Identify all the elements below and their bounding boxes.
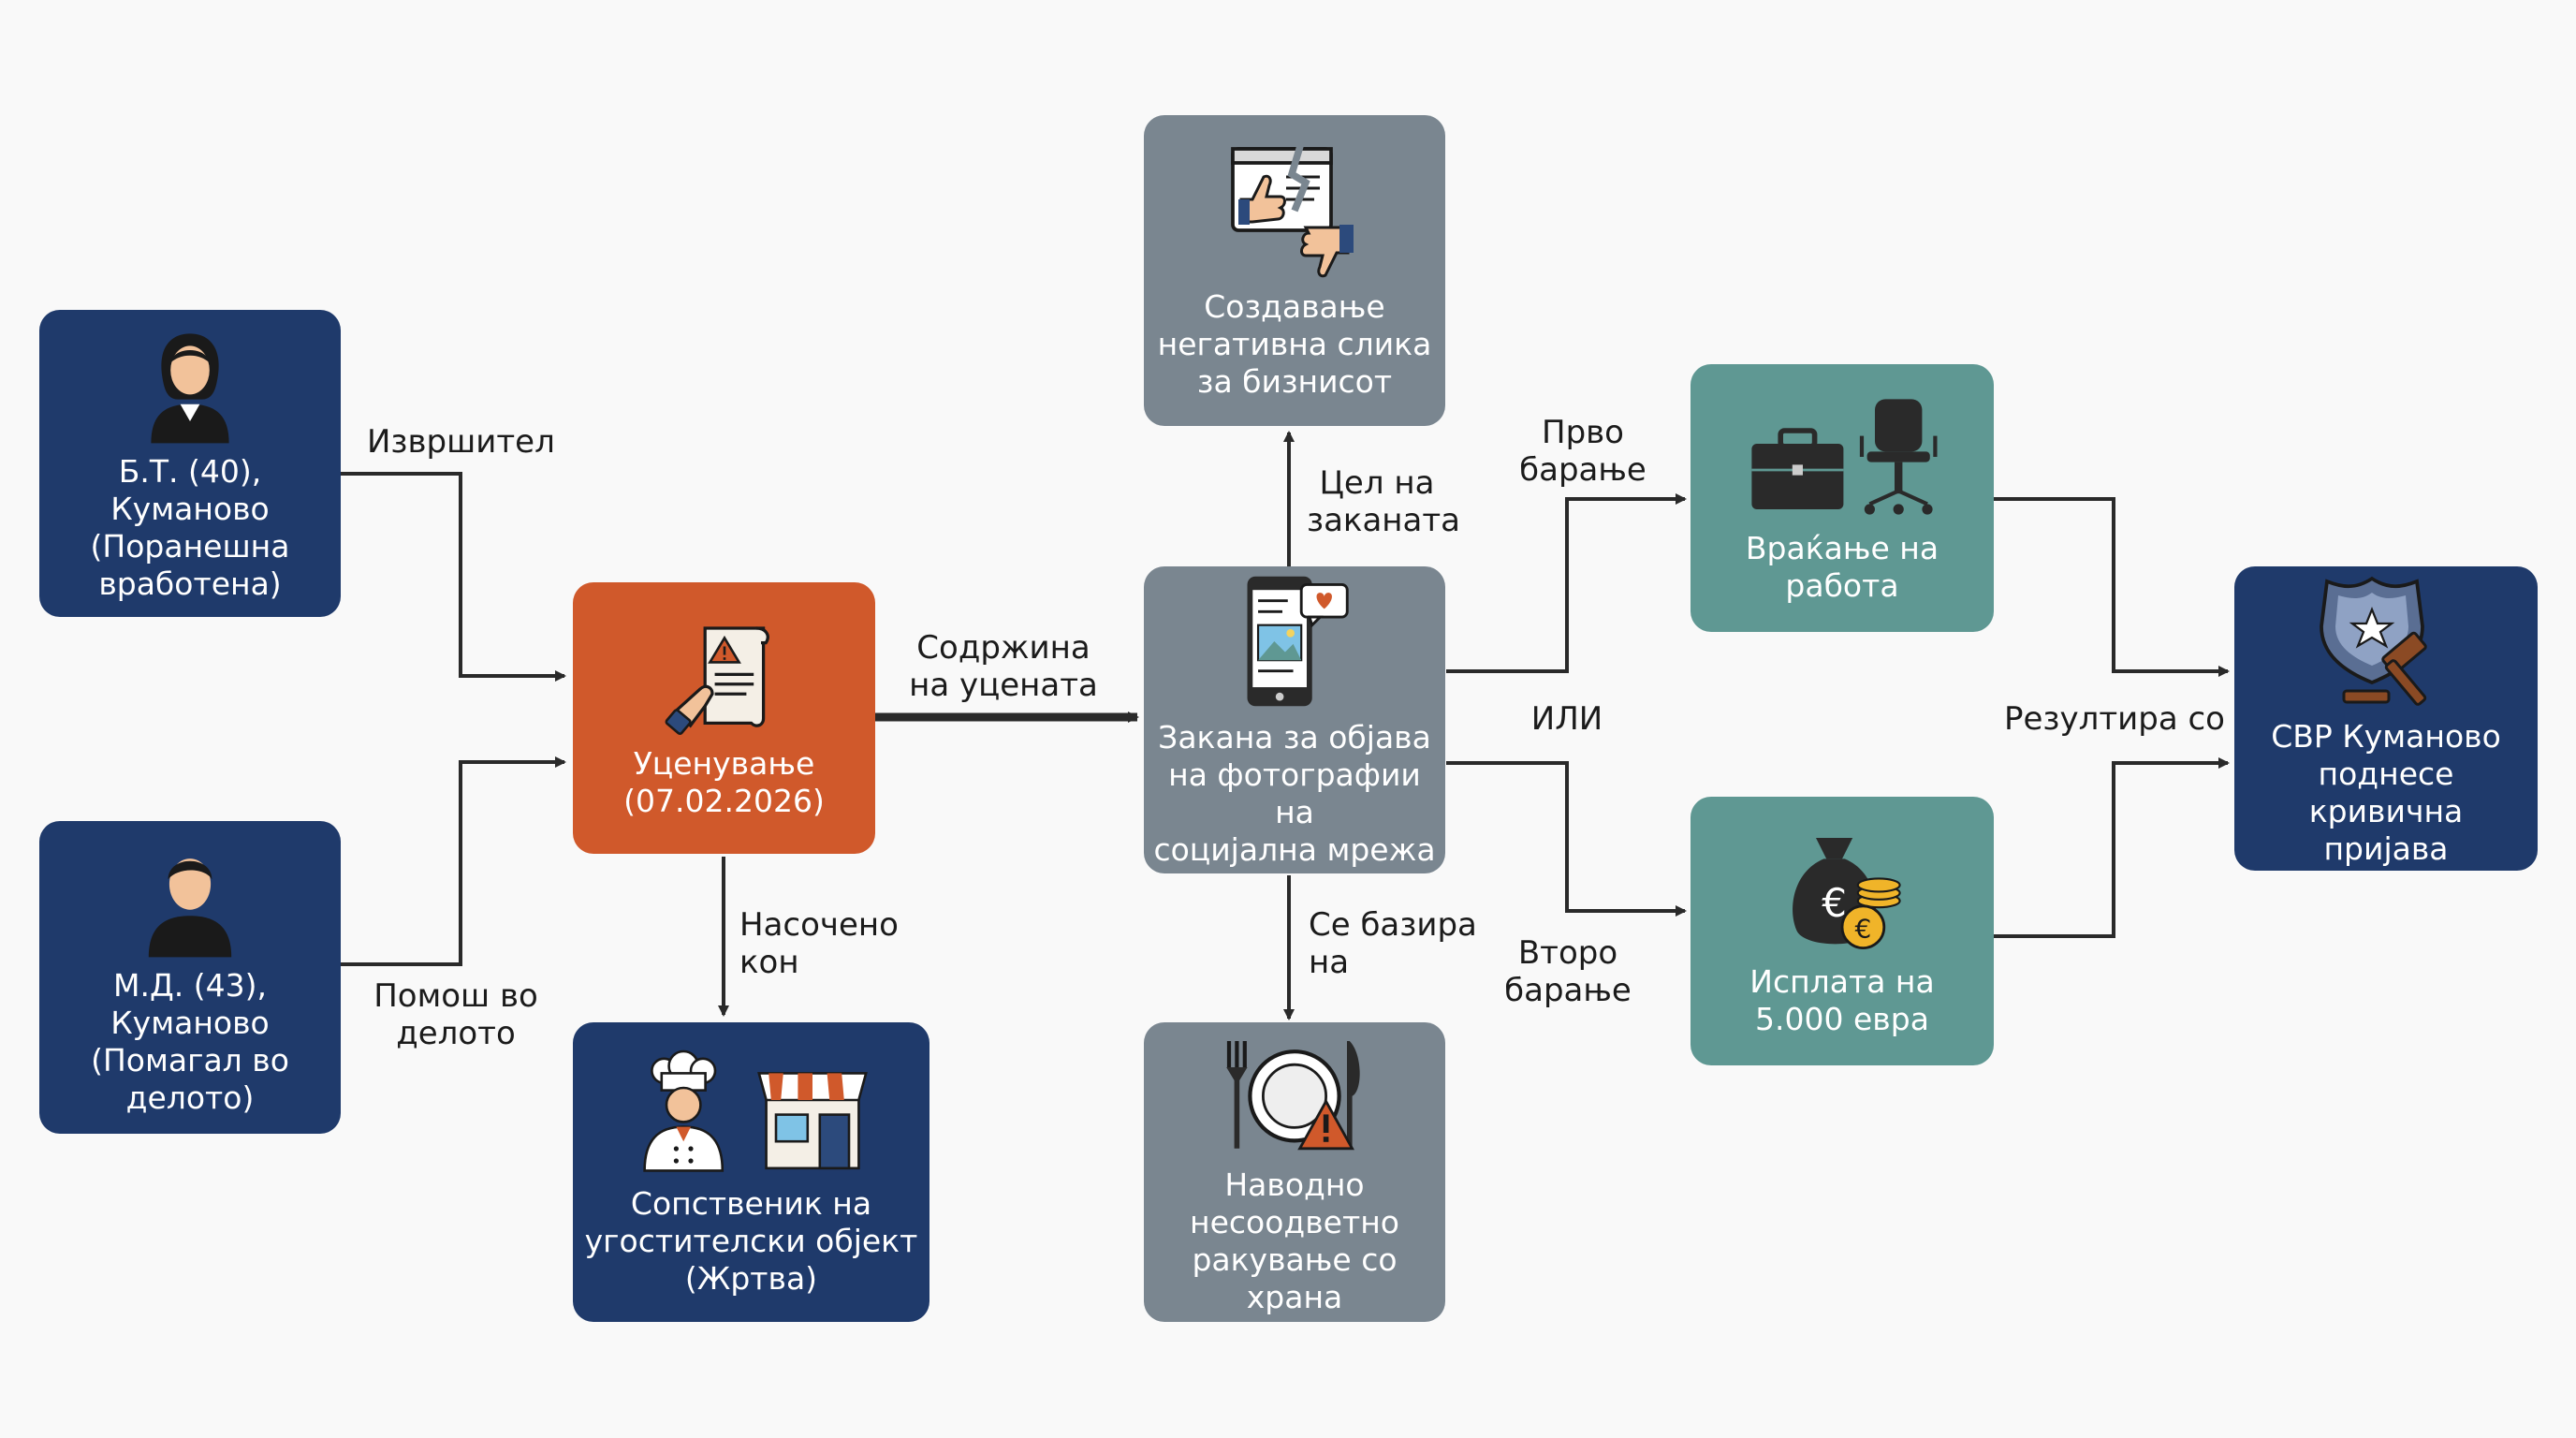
plate-warning-icon [1226, 1041, 1360, 1151]
money-bag-coins-icon: € € [1793, 837, 1901, 949]
node-food-handling: Наводно несоодветно ракување со храна [1144, 1022, 1445, 1322]
perpetrator-label: Б.Т. (40), Куманово (Поранешна вработена… [90, 453, 290, 602]
edge-label-accomplice: Помош во делото [373, 977, 538, 1052]
edge-label-threat-goal: Цел на заканата [1307, 464, 1460, 539]
edge-perpetrator-to-extortion [341, 472, 566, 682]
briefcase-chair-icon [1751, 399, 1938, 515]
edge-label-results-in: Резултира со [2004, 700, 2225, 738]
node-payment: € € Исплата на 5.000 евра [1690, 797, 1994, 1065]
victim-label: Сопственик на угостителски објект (Жртва… [584, 1185, 918, 1297]
edge-label-or: ИЛИ [1530, 700, 1603, 738]
node-negative-image: Создавање негативна слика за бизнисот [1144, 115, 1445, 426]
edge-label-first-demand: Прво барање [1519, 414, 1647, 489]
accomplice-label: М.Д. (43), Куманово (Помагал во делото) [91, 967, 289, 1116]
chef-and-shop-icon [642, 1049, 868, 1172]
svg-text:€: € [1854, 913, 1871, 944]
edge-label-perpetrator: Извршител [367, 423, 555, 461]
edge-threat-to-payment [1446, 761, 1687, 917]
node-job-return: Враќање на работа [1690, 364, 1994, 632]
threat-label: Закана за објава на фотографии на соција… [1153, 719, 1436, 868]
node-victim: Сопственик на угостителски објект (Жртва… [573, 1022, 929, 1322]
police-badge-gavel-icon [2320, 576, 2427, 706]
node-extortion: Уценување (07.02.2026) [573, 582, 875, 854]
warning-document-icon [665, 626, 769, 735]
edge-payment-to-police [1994, 757, 2230, 938]
node-accomplice: М.Д. (43), Куманово (Помагал во делото) [39, 821, 341, 1134]
node-threat: Закана за објава на фотографии на соција… [1144, 566, 1445, 873]
edge-job-return-to-police [1994, 497, 2230, 677]
edge-label-content: Содржина на уцената [909, 629, 1098, 704]
node-perpetrator: Б.Т. (40), Куманово (Поранешна вработена… [39, 310, 341, 617]
svg-text:€: € [1822, 880, 1847, 926]
edge-label-second-demand: Второ барање [1504, 934, 1632, 1009]
thumbs-up-down-icon [1231, 144, 1354, 278]
node-police: СВР Куманово поднесе кривична пријава [2234, 566, 2538, 871]
smartphone-social-icon [1247, 576, 1349, 707]
extortion-label: Уценување (07.02.2026) [623, 745, 825, 819]
food-handling-label: Наводно несоодветно ракување со храна [1190, 1167, 1399, 1315]
job-return-label: Враќање на работа [1745, 530, 1939, 604]
police-label: СВР Куманово поднесе кривична пријава [2271, 717, 2501, 867]
edge-label-directed-at: Насочено кон [739, 906, 899, 981]
woman-icon [151, 333, 229, 444]
edge-accomplice-to-extortion [341, 756, 566, 966]
man-icon [148, 858, 232, 958]
payment-label: Исплата на 5.000 евра [1749, 962, 1935, 1037]
negative-image-label: Создавање негативна слика за бизнисот [1157, 288, 1432, 400]
edge-label-based-on: Се базира на [1309, 906, 1477, 981]
edge-threat-to-job-return [1446, 493, 1687, 673]
